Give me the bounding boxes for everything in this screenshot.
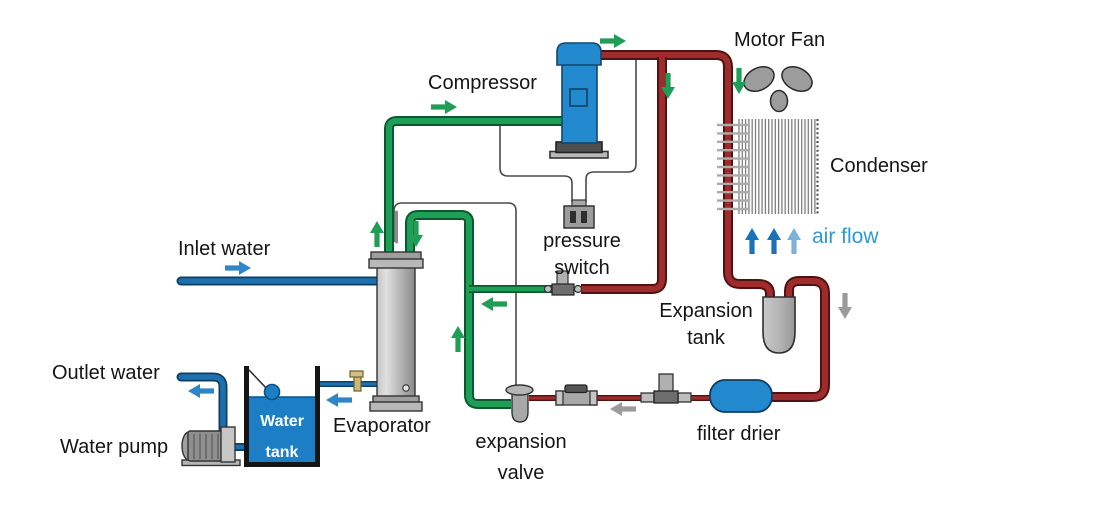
water-arrow-right [225,261,251,275]
sight-glass [555,384,598,406]
pressure-switch [563,199,595,229]
tank-valve [349,370,364,392]
air-flow-arrow-up [787,228,801,254]
pressure-switch-line-high [585,57,637,202]
flow-arrow-up [370,221,384,247]
discharge-pipes [529,50,830,402]
label-outlet-water: Outlet water [52,362,160,384]
expansion-tank [762,296,796,354]
label-air-flow: air flow [812,225,879,248]
suction-pipes [384,116,563,409]
flow-arrow-left [481,297,507,311]
label-expansion-tank: Expansion tank [659,300,753,349]
label-pressure-switch: pressure switch [543,230,621,279]
compressor [549,42,609,159]
expansion-valve [505,384,534,423]
air-flow-arrow-up [745,228,759,254]
label-water-pump: Water pump [60,436,169,458]
flow-arrow-left-gray [610,402,636,416]
label-compressor: Compressor [428,72,537,94]
condenser-fins [738,119,819,214]
solenoid-valve [640,373,692,404]
flow-arrow-right [431,100,457,114]
filter-drier [709,379,773,413]
capillary-lines [393,57,637,387]
water-arrow-left [188,384,214,398]
motor-fan-icon [743,65,813,113]
water-pump [181,426,241,467]
label-evaporator: Evaporator [333,415,431,437]
condenser-coil [717,123,750,211]
air-flow-arrow-up [767,228,781,254]
flow-arrow-up [451,326,465,352]
float-ball [263,383,281,401]
label-condenser: Condenser [830,155,928,177]
flow-arrow-down-gray [838,293,852,319]
txv-capillary-line [393,202,517,387]
pressure-switch-line-low [499,124,573,202]
water-tank [244,366,320,467]
evaporator [368,251,424,412]
water-arrow-left [326,393,352,407]
label-inlet-water: Inlet water [178,238,271,260]
label-water-tank: Water tank [260,413,304,461]
flow-arrow-right [600,34,626,48]
label-expansion-valve: expansion valve [475,431,567,484]
label-filter-drier: filter drier [697,423,781,445]
bypass-service-valve [543,270,583,296]
label-motor-fan: Motor Fan [734,29,826,51]
